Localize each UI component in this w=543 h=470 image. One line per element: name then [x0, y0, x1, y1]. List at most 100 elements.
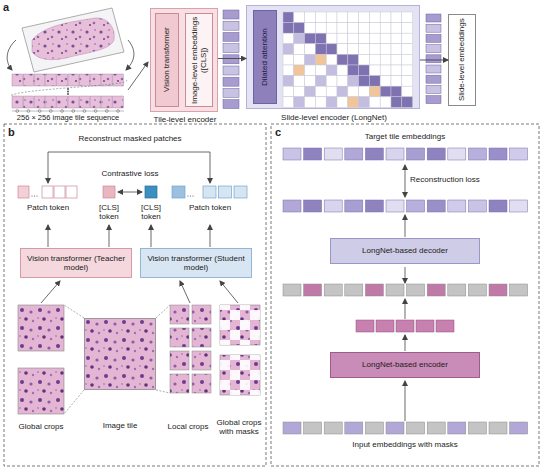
- tile-sequence: [46, 96, 57, 108]
- embedding-row: [365, 284, 383, 296]
- token-row: [145, 186, 157, 198]
- token-row: [34, 195, 35, 196]
- node-label: Image tile: [54, 421, 186, 430]
- crop-guide-line: [64, 390, 84, 414]
- crop-image: [18, 305, 64, 351]
- tile-sequence: [113, 96, 124, 108]
- panel-frame: [4, 124, 539, 466]
- whole-slide-image: [22, 8, 124, 72]
- attention-band: Dilated attention: [253, 10, 277, 104]
- embedding-column: [426, 85, 441, 93]
- tile-sequence: [90, 74, 101, 86]
- embedding-row: [489, 422, 507, 434]
- embedding-column: [426, 75, 441, 83]
- flow-arrow: [405, 267, 406, 283]
- token-row: [172, 186, 185, 198]
- embedding-row: [427, 200, 445, 212]
- embedding-column: [426, 14, 441, 22]
- embedding-row: [345, 284, 363, 296]
- token-row: [18, 186, 29, 198]
- embedding-row: [407, 148, 425, 160]
- token-row: [18, 186, 247, 198]
- slide-encoder-box: Slide-level encoder (LongNet)Dilated att…: [246, 5, 420, 109]
- annotation-label: [CLS] token: [92, 203, 126, 221]
- embedding-row: [324, 148, 342, 160]
- tile-sequence: [23, 74, 34, 86]
- tile-sequence: [68, 96, 79, 108]
- embedding-row: [407, 200, 425, 212]
- embedding-row: [345, 148, 363, 160]
- embedding-row: [396, 320, 414, 332]
- annotation-label: Global crops: [5, 422, 77, 431]
- tile-sequence: [49, 110, 52, 113]
- crop-image: [220, 305, 260, 345]
- token-row: [36, 195, 37, 196]
- local-crop: [170, 374, 189, 393]
- token-row: [203, 186, 216, 198]
- flow-connector: [218, 58, 246, 59]
- reconstruct-bracket: [48, 152, 210, 183]
- tissue-image: [84, 318, 156, 390]
- panel-letter: c: [275, 126, 289, 139]
- sequence-ellipsis: [10, 62, 148, 96]
- node-label: Vision transformer (Student model): [141, 254, 251, 272]
- flow-arrow: [41, 281, 60, 303]
- annotation-label: Patch token: [14, 203, 82, 212]
- sequence-ellipsis: [128, 62, 148, 90]
- embedding-row: [304, 148, 322, 160]
- flow-arrow: [180, 281, 190, 303]
- embedding-column: [426, 24, 441, 32]
- token-row: [190, 195, 191, 196]
- embedding-row: [304, 422, 322, 434]
- tile-sequence: [72, 110, 75, 113]
- embedding-row: [468, 148, 486, 160]
- embedding-column: [223, 88, 239, 97]
- embedding-row: [376, 320, 394, 332]
- local-crop: [192, 374, 211, 393]
- embedding-row: [489, 200, 507, 212]
- embedding-row: [407, 422, 425, 434]
- embedding-row: [416, 320, 434, 332]
- token-row: [234, 186, 247, 198]
- node-label: Dilated attention: [260, 13, 269, 101]
- tissue-image: [85, 319, 156, 390]
- tile-sequence: [79, 74, 90, 86]
- tile-sequence: [27, 110, 30, 113]
- embedding-row: [510, 284, 528, 296]
- embedding-row: [436, 320, 454, 332]
- annotation-label: Input embeddings with masks: [300, 440, 510, 449]
- embedding-row: [448, 200, 466, 212]
- tile-sequence: [57, 96, 68, 108]
- crop-guide-line: [156, 305, 170, 318]
- flow-arrow: [405, 215, 406, 237]
- transformer-band: Vision transformer: [155, 13, 179, 107]
- tile-sequence: [23, 96, 34, 108]
- panel-frame: [4, 124, 266, 466]
- local-crop: [192, 305, 211, 324]
- crop-image: [220, 355, 260, 395]
- whole-slide-image: [32, 18, 114, 60]
- tile-sequence: [79, 96, 90, 108]
- reconstruct-bracket: [48, 152, 210, 183]
- tile-sequence: [12, 111, 124, 112]
- embedding-row: [448, 422, 466, 434]
- tile-sequence: [12, 74, 124, 112]
- contrastive-arrow: [118, 192, 142, 193]
- tile-sequence: [117, 110, 120, 113]
- annotation-label: Reconstruction loss: [410, 175, 520, 184]
- flow-arrow: [405, 165, 406, 421]
- local-crop: [192, 328, 211, 347]
- output-box: Slide-level embeddings: [448, 14, 476, 106]
- student-box: Vision transformer (Student model): [140, 248, 252, 278]
- tile-sequence: [90, 96, 101, 108]
- token-row: [54, 186, 65, 198]
- embedding-column: [426, 45, 441, 53]
- embedding-row: [365, 148, 383, 160]
- annotation-label: Contrastive loss: [95, 169, 165, 178]
- embedding-row: [365, 200, 383, 212]
- tile-encoder-box: Tile-level encoderVision transformerImag…: [150, 8, 218, 112]
- token-row: [187, 195, 188, 196]
- local-crop: [170, 351, 189, 370]
- node-label: LongNet-based encoder: [358, 360, 452, 369]
